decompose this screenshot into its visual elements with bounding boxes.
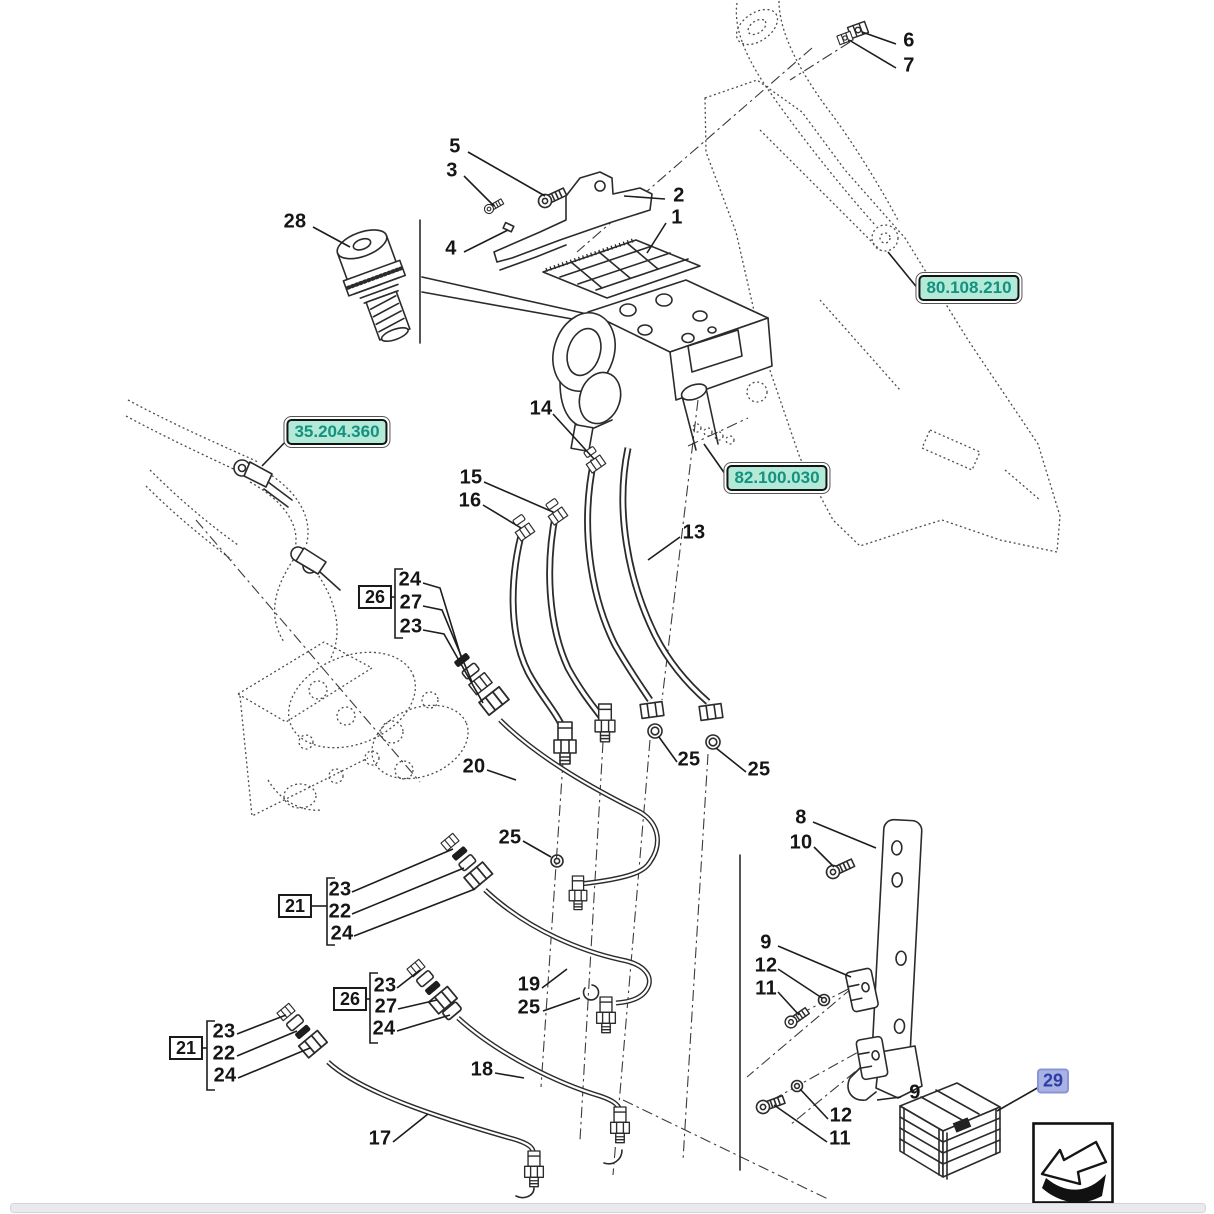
part-number-label: 4 (445, 237, 457, 260)
part-number-label: 25 (517, 996, 541, 1019)
arrow-icon (1032, 1122, 1114, 1204)
group-item-label: 23 (373, 974, 397, 997)
group-item-label: 22 (212, 1042, 236, 1065)
group-item-label: 23 (212, 1020, 236, 1043)
part-number-label: 11 (829, 1127, 851, 1150)
hoses-drawing (509, 445, 724, 765)
group-item-label: 23 (328, 878, 352, 901)
part-number-label: 7 (903, 54, 915, 77)
leader-lines (202, 31, 1040, 1143)
part-number-label: 8 (795, 806, 807, 829)
section-reference-link[interactable]: 80.108.210 (918, 275, 1020, 301)
part-number-label: 19 (517, 973, 541, 996)
fitting-stack-d (276, 1002, 329, 1059)
crate-drawing (899, 1082, 1001, 1180)
group-item-label: 27 (399, 591, 423, 614)
part-number-label: 25 (498, 826, 522, 849)
section-reference-link[interactable]: 82.100.030 (726, 465, 828, 491)
group-box-label: 26 (357, 585, 393, 609)
fitting-stack-b (440, 832, 494, 891)
part-number-label: 9 (760, 931, 772, 954)
group-box-label: 21 (277, 894, 313, 918)
part-number-label: 17 (368, 1127, 392, 1150)
group-item-label: 24 (372, 1017, 396, 1040)
part-number-label: 15 (459, 466, 483, 489)
context-valve-drawing (125, 399, 469, 818)
part-number-label: 28 (283, 210, 307, 233)
part-number-label: 18 (470, 1058, 494, 1081)
part-number-label: 9 (909, 1081, 921, 1104)
mount-bracket-drawing (753, 818, 923, 1117)
part-number-label: 2 (673, 184, 685, 207)
tubes-drawing (326, 718, 660, 1199)
bracket-assembly-drawing (482, 171, 653, 271)
valve-block-drawing (542, 238, 773, 453)
group-item-label: 24 (213, 1064, 237, 1087)
group-box-label: 21 (168, 1036, 204, 1060)
part-number-label: 12 (754, 954, 778, 977)
selected-part-reference[interactable]: 29 (1036, 1068, 1070, 1094)
part-number-label: 25 (747, 758, 771, 781)
part-number-label: 3 (446, 159, 458, 182)
context-coupler-drawing (233, 459, 341, 591)
horizontal-scrollbar[interactable] (10, 1203, 1206, 1213)
part-number-label: 1 (671, 206, 683, 229)
section-reference-link[interactable]: 35.204.360 (286, 419, 388, 445)
group-item-label: 24 (398, 568, 422, 591)
coupler-drawing (336, 229, 411, 343)
page-continuation-stamp (1032, 1122, 1114, 1204)
group-item-label: 22 (328, 900, 352, 923)
group-item-label: 23 (399, 615, 423, 638)
fitting-stack-c (406, 958, 463, 1022)
part-number-label: 13 (682, 521, 706, 544)
group-box-label: 26 (332, 987, 368, 1011)
part-number-label: 25 (677, 748, 701, 771)
part-number-label: 5 (449, 135, 461, 158)
part-number-label: 12 (829, 1104, 853, 1127)
group-item-label: 27 (374, 995, 398, 1018)
part-number-label: 6 (903, 29, 915, 52)
group-item-label: 24 (330, 922, 354, 945)
part-number-label: 11 (755, 977, 777, 1000)
part-number-label: 16 (458, 489, 482, 512)
part-number-label: 20 (462, 755, 486, 778)
part-number-label: 10 (789, 831, 813, 854)
callout-pointer (419, 219, 606, 344)
part-number-label: 14 (529, 397, 553, 420)
